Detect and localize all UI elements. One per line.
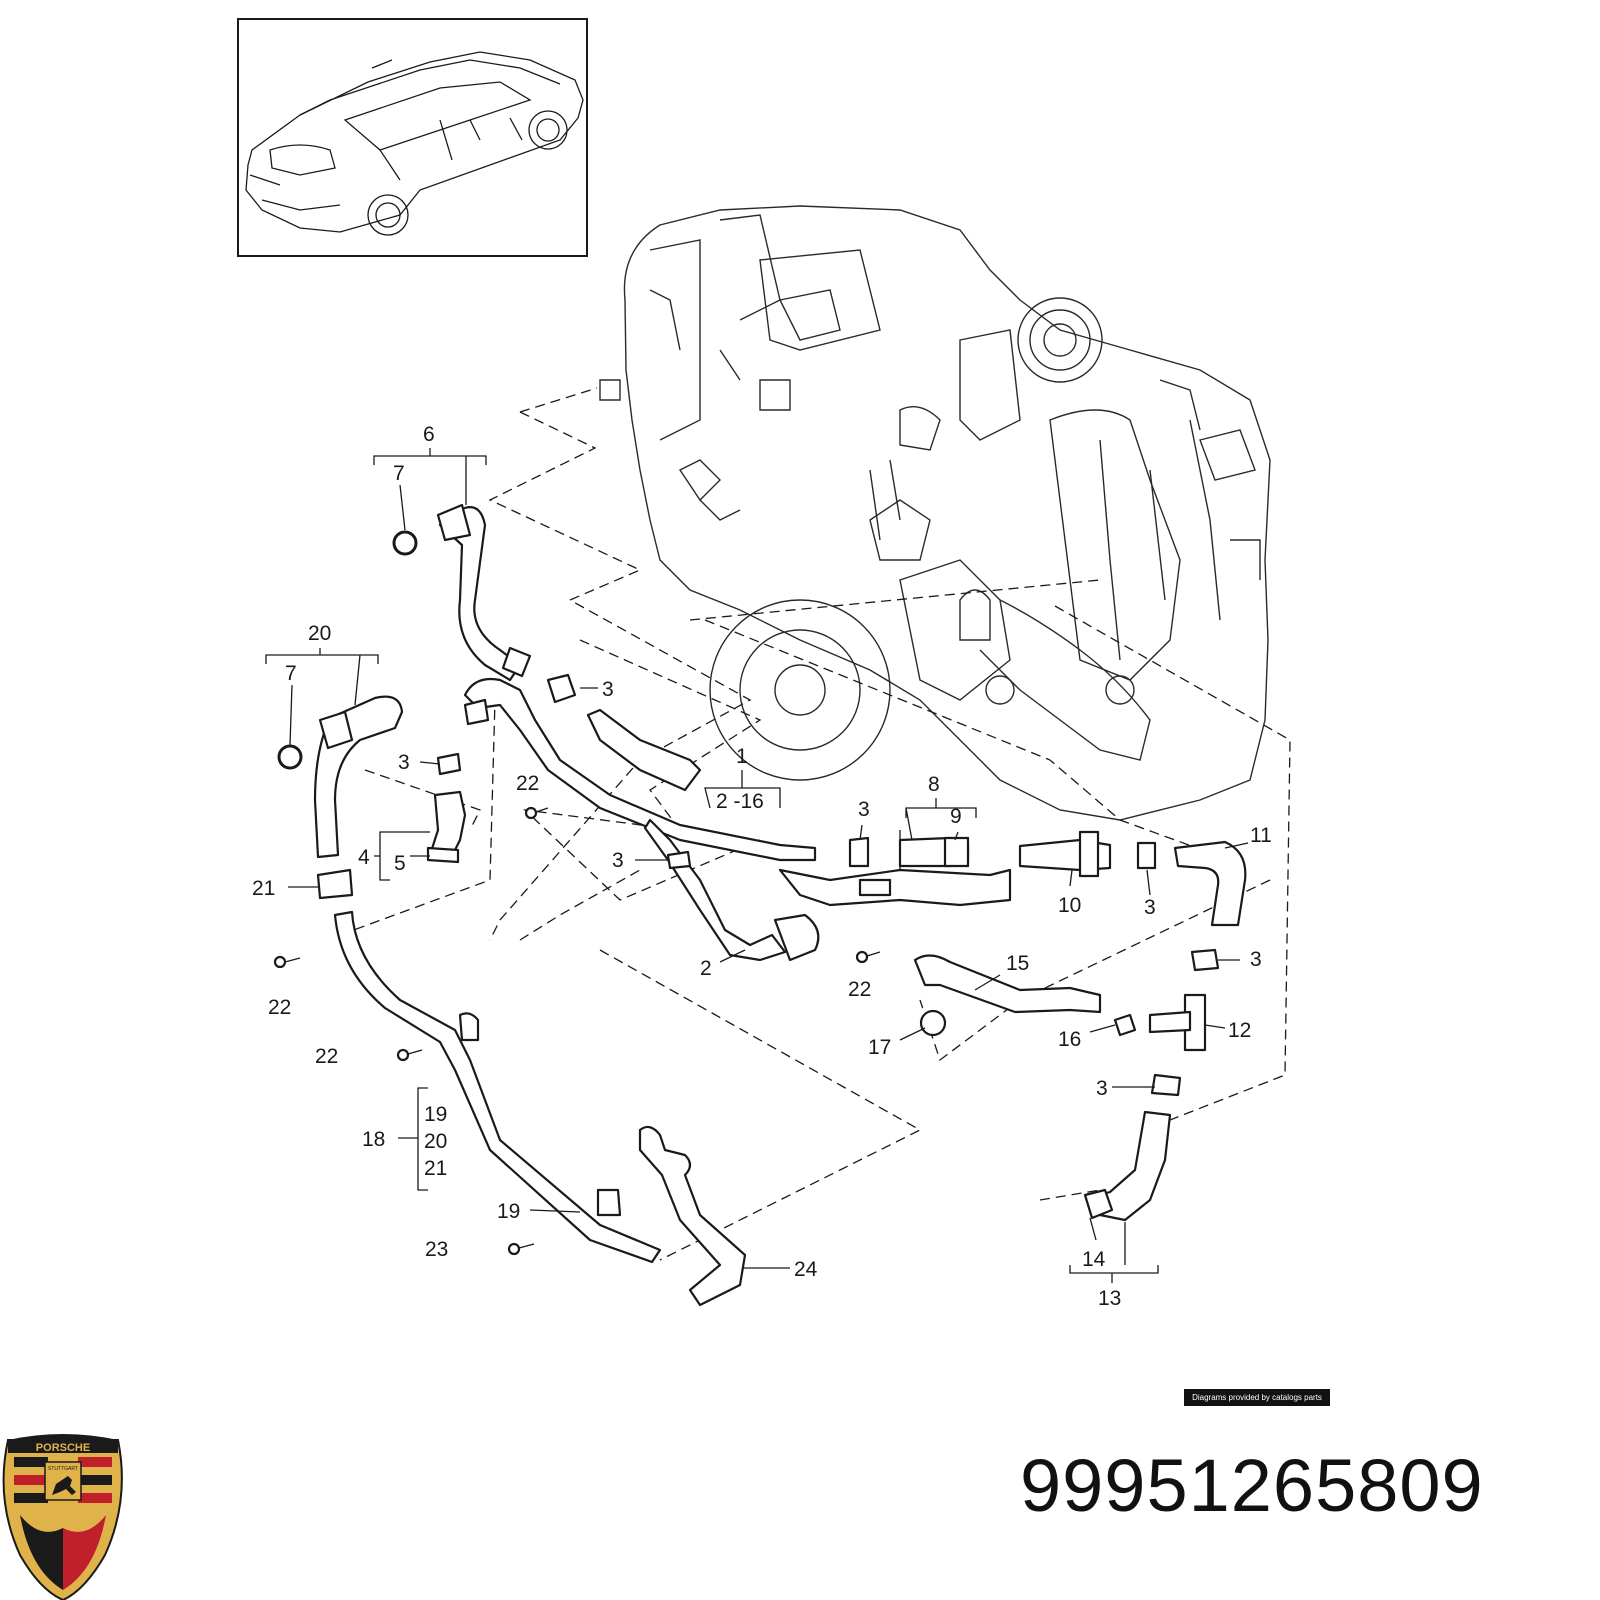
callout-1-range: 2 -16 (716, 790, 764, 813)
callout-16: 16 (1058, 1028, 1081, 1051)
callout-12: 12 (1228, 1019, 1251, 1042)
callout-20: 20 (308, 622, 331, 645)
callout-3-g: 3 (1096, 1077, 1108, 1100)
connection-lines (339, 387, 1291, 1261)
part-6-hose (392, 503, 532, 682)
callout-labels: 6 7 20 7 3 3 22 1 2 -16 8 3 9 4 5 3 11 2… (252, 423, 1272, 1310)
porsche-crest-logo: PORSCHE STUTTGART (2, 1434, 123, 1600)
callout-3-a: 3 (602, 678, 614, 701)
callout-19: 19 (497, 1200, 520, 1223)
part-11-hose (1173, 840, 1247, 927)
callout-18-sub-20: 20 (424, 1130, 447, 1153)
leader-lines (265, 448, 1249, 1283)
part-number: 99951265809 (1020, 1444, 1484, 1527)
part-1-pipe-assembly (463, 677, 1012, 962)
callout-3-e: 3 (1144, 896, 1156, 919)
part-15-hose (913, 954, 1102, 1014)
part-10-valve (1018, 830, 1112, 878)
part-7-oring-upper (392, 530, 418, 556)
callout-4: 4 (358, 846, 370, 869)
callout-8: 8 (928, 773, 940, 796)
part-18-pipe (333, 910, 662, 1264)
callout-3-d: 3 (612, 849, 624, 872)
callout-9: 9 (950, 805, 962, 828)
callout-18-sub-21: 21 (424, 1157, 447, 1180)
callout-2: 2 (700, 957, 712, 980)
callout-22-d: 22 (315, 1045, 338, 1068)
callout-23: 23 (425, 1238, 448, 1261)
part-5-hose (426, 790, 467, 864)
credit-note: Diagrams provided by catalogs parts (1184, 1389, 1330, 1406)
part-12-tee (1148, 993, 1207, 1052)
callout-18-sub-19: 19 (424, 1103, 447, 1126)
svg-text:STUTTGART: STUTTGART (48, 1466, 78, 1472)
part-24-bracket (596, 1125, 747, 1307)
callout-21: 21 (252, 877, 275, 900)
part-13-hose (1083, 1110, 1172, 1222)
part-21-clamp (316, 868, 354, 900)
engine-block (599, 205, 1271, 821)
callout-6: 6 (423, 423, 435, 446)
callout-5: 5 (394, 852, 406, 875)
callout-17: 17 (868, 1036, 891, 1059)
callout-3-b: 3 (398, 751, 410, 774)
bolts (273, 806, 881, 1256)
callout-3-c: 3 (858, 798, 870, 821)
part-20-hose (277, 695, 404, 859)
callout-22-c: 22 (268, 996, 291, 1019)
car-inset (237, 18, 588, 257)
callout-18: 18 (362, 1128, 385, 1151)
callout-14: 14 (1082, 1248, 1106, 1271)
callout-7-upper: 7 (393, 462, 405, 485)
callout-22-a: 22 (516, 772, 539, 795)
callout-11: 11 (1250, 824, 1272, 847)
part-7-oring-lower (277, 744, 303, 770)
callout-22-b: 22 (848, 978, 871, 1001)
callout-1: 1 (736, 745, 748, 768)
svg-text:PORSCHE: PORSCHE (36, 1442, 90, 1454)
clamps (436, 673, 1220, 1097)
callout-15: 15 (1006, 952, 1029, 975)
callout-24: 24 (794, 1258, 818, 1281)
callout-10: 10 (1058, 894, 1081, 917)
part-8-connector (898, 836, 970, 868)
callout-3-f: 3 (1250, 948, 1262, 971)
callout-13: 13 (1098, 1287, 1121, 1310)
callout-7-lower: 7 (285, 662, 297, 685)
